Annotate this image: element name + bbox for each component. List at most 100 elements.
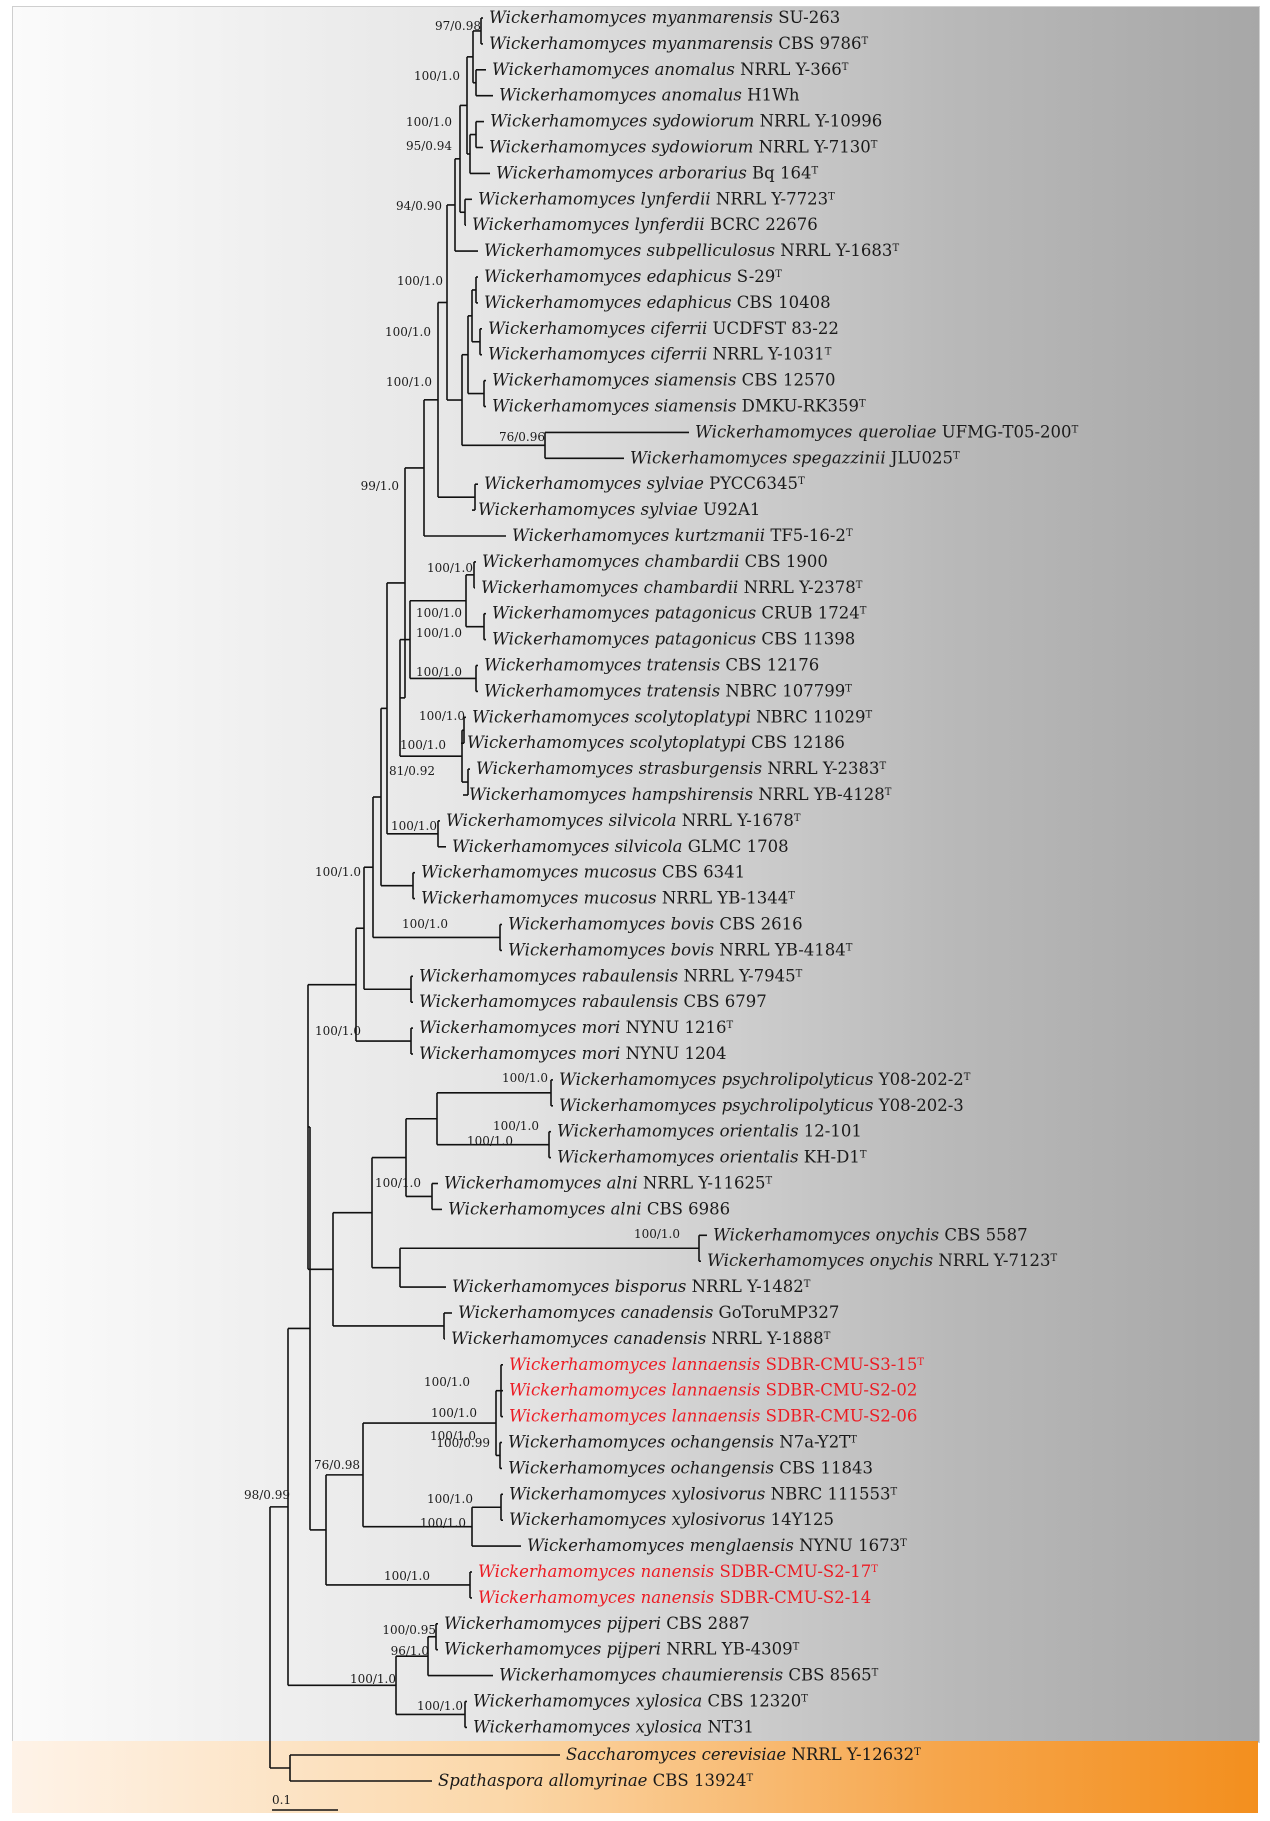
species-epithet: mucosus xyxy=(584,863,657,882)
ingroup-background xyxy=(12,6,1260,1743)
strain-id: NRRL Y-1888 xyxy=(706,1329,823,1348)
taxon-label: Wickerhamomyces silvicola GLMC 1708 xyxy=(452,837,789,856)
strain-id: SDBR-CMU-S2-02 xyxy=(760,1381,917,1400)
species-epithet: tratensis xyxy=(647,681,721,700)
strain-id: NYNU 1216 xyxy=(620,1018,726,1037)
taxon-label: Wickerhamomyces silvicola NRRL Y-1678T xyxy=(446,811,801,830)
species-epithet: bovis xyxy=(671,940,715,959)
strain-id: NRRL Y-7945 xyxy=(678,966,795,985)
genus-name: Wickerhamomyces xyxy=(509,1381,672,1400)
strain-id: NRRL Y-10996 xyxy=(754,112,882,131)
type-strain-marker: T xyxy=(1050,1253,1057,1264)
taxon-label: Wickerhamomyces siamensis CBS 12570 xyxy=(492,371,835,390)
species-epithet: onychis xyxy=(870,1251,934,1270)
scale-bar-label: 0.1 xyxy=(272,1793,291,1807)
support-value: 98/0.99 xyxy=(244,1488,290,1502)
strain-id: KH-D1 xyxy=(799,1148,860,1167)
support-value: 100/1.0 xyxy=(391,819,437,833)
species-epithet: ochangensis xyxy=(671,1433,774,1452)
support-value: 100/1.0 xyxy=(315,1024,361,1038)
support-value: 100/1.0 xyxy=(385,325,431,339)
taxon-label: Wickerhamomyces ochangensis N7a-Y2TT xyxy=(508,1433,857,1452)
strain-id: NRRL Y-7723 xyxy=(711,189,828,208)
genus-name: Wickerhamomyces xyxy=(527,1536,690,1555)
support-value: 100/1.0 xyxy=(431,1406,477,1420)
strain-id: CBS 12570 xyxy=(736,371,835,390)
type-strain-marker: T xyxy=(845,683,852,694)
taxon-label: Wickerhamomyces kurtzmanii TF5-16-2T xyxy=(512,526,853,545)
genus-name: Wickerhamomyces xyxy=(512,526,675,545)
support-value: 100/1.0 xyxy=(424,1375,470,1389)
taxon-label: Wickerhamomyces subpelliculosus NRRL Y-1… xyxy=(484,241,899,260)
genus-name: Wickerhamomyces xyxy=(559,1070,722,1089)
strain-id: CBS 2887 xyxy=(661,1614,750,1633)
taxon-label: Wickerhamomyces mori NYNU 1204 xyxy=(419,1044,726,1063)
genus-name: Wickerhamomyces xyxy=(509,1510,672,1529)
strain-id: CBS 1900 xyxy=(739,552,828,571)
strain-id: 12-101 xyxy=(799,1122,862,1141)
taxon-label: Wickerhamomyces rabaulensis CBS 6797 xyxy=(419,992,767,1011)
genus-name: Wickerhamomyces xyxy=(707,1251,870,1270)
species-epithet: anomalus xyxy=(655,60,735,79)
strain-id: NT31 xyxy=(702,1717,754,1736)
strain-id: CBS 9786 xyxy=(773,34,862,53)
taxon-label: Wickerhamomyces xylosivorus 14Y125 xyxy=(509,1510,834,1529)
genus-name: Wickerhamomyces xyxy=(508,915,671,934)
species-epithet: psychrolipolyticus xyxy=(722,1096,874,1115)
taxon-label-highlighted: Wickerhamomyces nanensis SDBR-CMU-S2-17T xyxy=(478,1562,878,1581)
strain-id: NRRL Y-1678 xyxy=(677,811,794,830)
genus-name: Wickerhamomyces xyxy=(489,138,652,157)
support-value: 100/1.0 xyxy=(416,665,462,679)
support-value: 100/1.0 xyxy=(634,1227,680,1241)
support-value: 96/1.0 xyxy=(391,1644,429,1658)
species-epithet: tratensis xyxy=(647,656,721,675)
support-value: 100/1.0 xyxy=(427,561,473,575)
outgroup-background xyxy=(12,1741,1258,1813)
strain-id: SDBR-CMU-S3-15 xyxy=(760,1355,917,1374)
strain-id: S-29 xyxy=(732,267,776,286)
genus-name: Saccharomyces xyxy=(566,1745,702,1764)
support-value: 95/0.94 xyxy=(406,139,452,153)
genus-name: Wickerhamomyces xyxy=(488,319,651,338)
type-strain-marker: T xyxy=(798,476,805,487)
genus-name: Wickerhamomyces xyxy=(557,1122,720,1141)
species-epithet: scolytoplatypi xyxy=(630,733,746,752)
support-value: 100/1.0 xyxy=(414,69,460,83)
taxon-label: Wickerhamomyces orientalis 12-101 xyxy=(557,1122,862,1141)
genus-name: Wickerhamomyces xyxy=(509,1407,672,1426)
species-epithet: ochangensis xyxy=(671,1458,774,1477)
genus-name: Wickerhamomyces xyxy=(478,189,641,208)
taxon-label: Wickerhamomyces canadensis GoToruMP327 xyxy=(458,1303,839,1322)
taxon-label: Wickerhamomyces patagonicus CBS 11398 xyxy=(492,630,855,649)
support-value: 100/1.0 xyxy=(417,1699,463,1713)
taxon-label: Wickerhamomyces myanmarensis SU-263 xyxy=(489,8,840,27)
type-strain-marker: T xyxy=(824,1330,831,1341)
support-value: 100/1.0 xyxy=(315,865,361,879)
taxon-label: Wickerhamomyces orientalis KH-D1T xyxy=(557,1148,867,1167)
species-epithet: bisporus xyxy=(615,1277,687,1296)
type-strain-marker: T xyxy=(872,1667,879,1678)
species-epithet: chambardii xyxy=(644,578,739,597)
strain-id: CBS 11843 xyxy=(774,1458,873,1477)
species-epithet: sydowiorum xyxy=(653,112,755,131)
type-strain-marker: T xyxy=(914,1747,921,1758)
genus-name: Wickerhamomyces xyxy=(492,397,655,416)
type-strain-marker: T xyxy=(865,709,872,720)
species-epithet: hampshirensis xyxy=(632,785,754,804)
type-strain-marker: T xyxy=(871,1564,878,1575)
taxon-label: Wickerhamomyces myanmarensis CBS 9786T xyxy=(489,34,869,53)
genus-name: Wickerhamomyces xyxy=(476,759,639,778)
strain-id: H1Wh xyxy=(742,86,800,105)
taxon-label: Wickerhamomyces sylviae PYCC6345T xyxy=(484,474,805,493)
species-epithet: silvicola xyxy=(609,811,677,830)
genus-name: Wickerhamomyces xyxy=(444,1640,607,1659)
type-strain-marker: T xyxy=(793,1641,800,1652)
genus-name: Wickerhamomyces xyxy=(559,1096,722,1115)
support-value: 76/0.96 xyxy=(499,430,545,444)
taxon-label: Wickerhamomyces edaphicus S-29T xyxy=(484,267,782,286)
type-strain-marker: T xyxy=(846,942,853,953)
strain-id: JLU025 xyxy=(886,448,953,467)
taxon-label: Wickerhamomyces sylviae U92A1 xyxy=(478,500,760,519)
type-strain-marker: T xyxy=(746,1773,753,1784)
